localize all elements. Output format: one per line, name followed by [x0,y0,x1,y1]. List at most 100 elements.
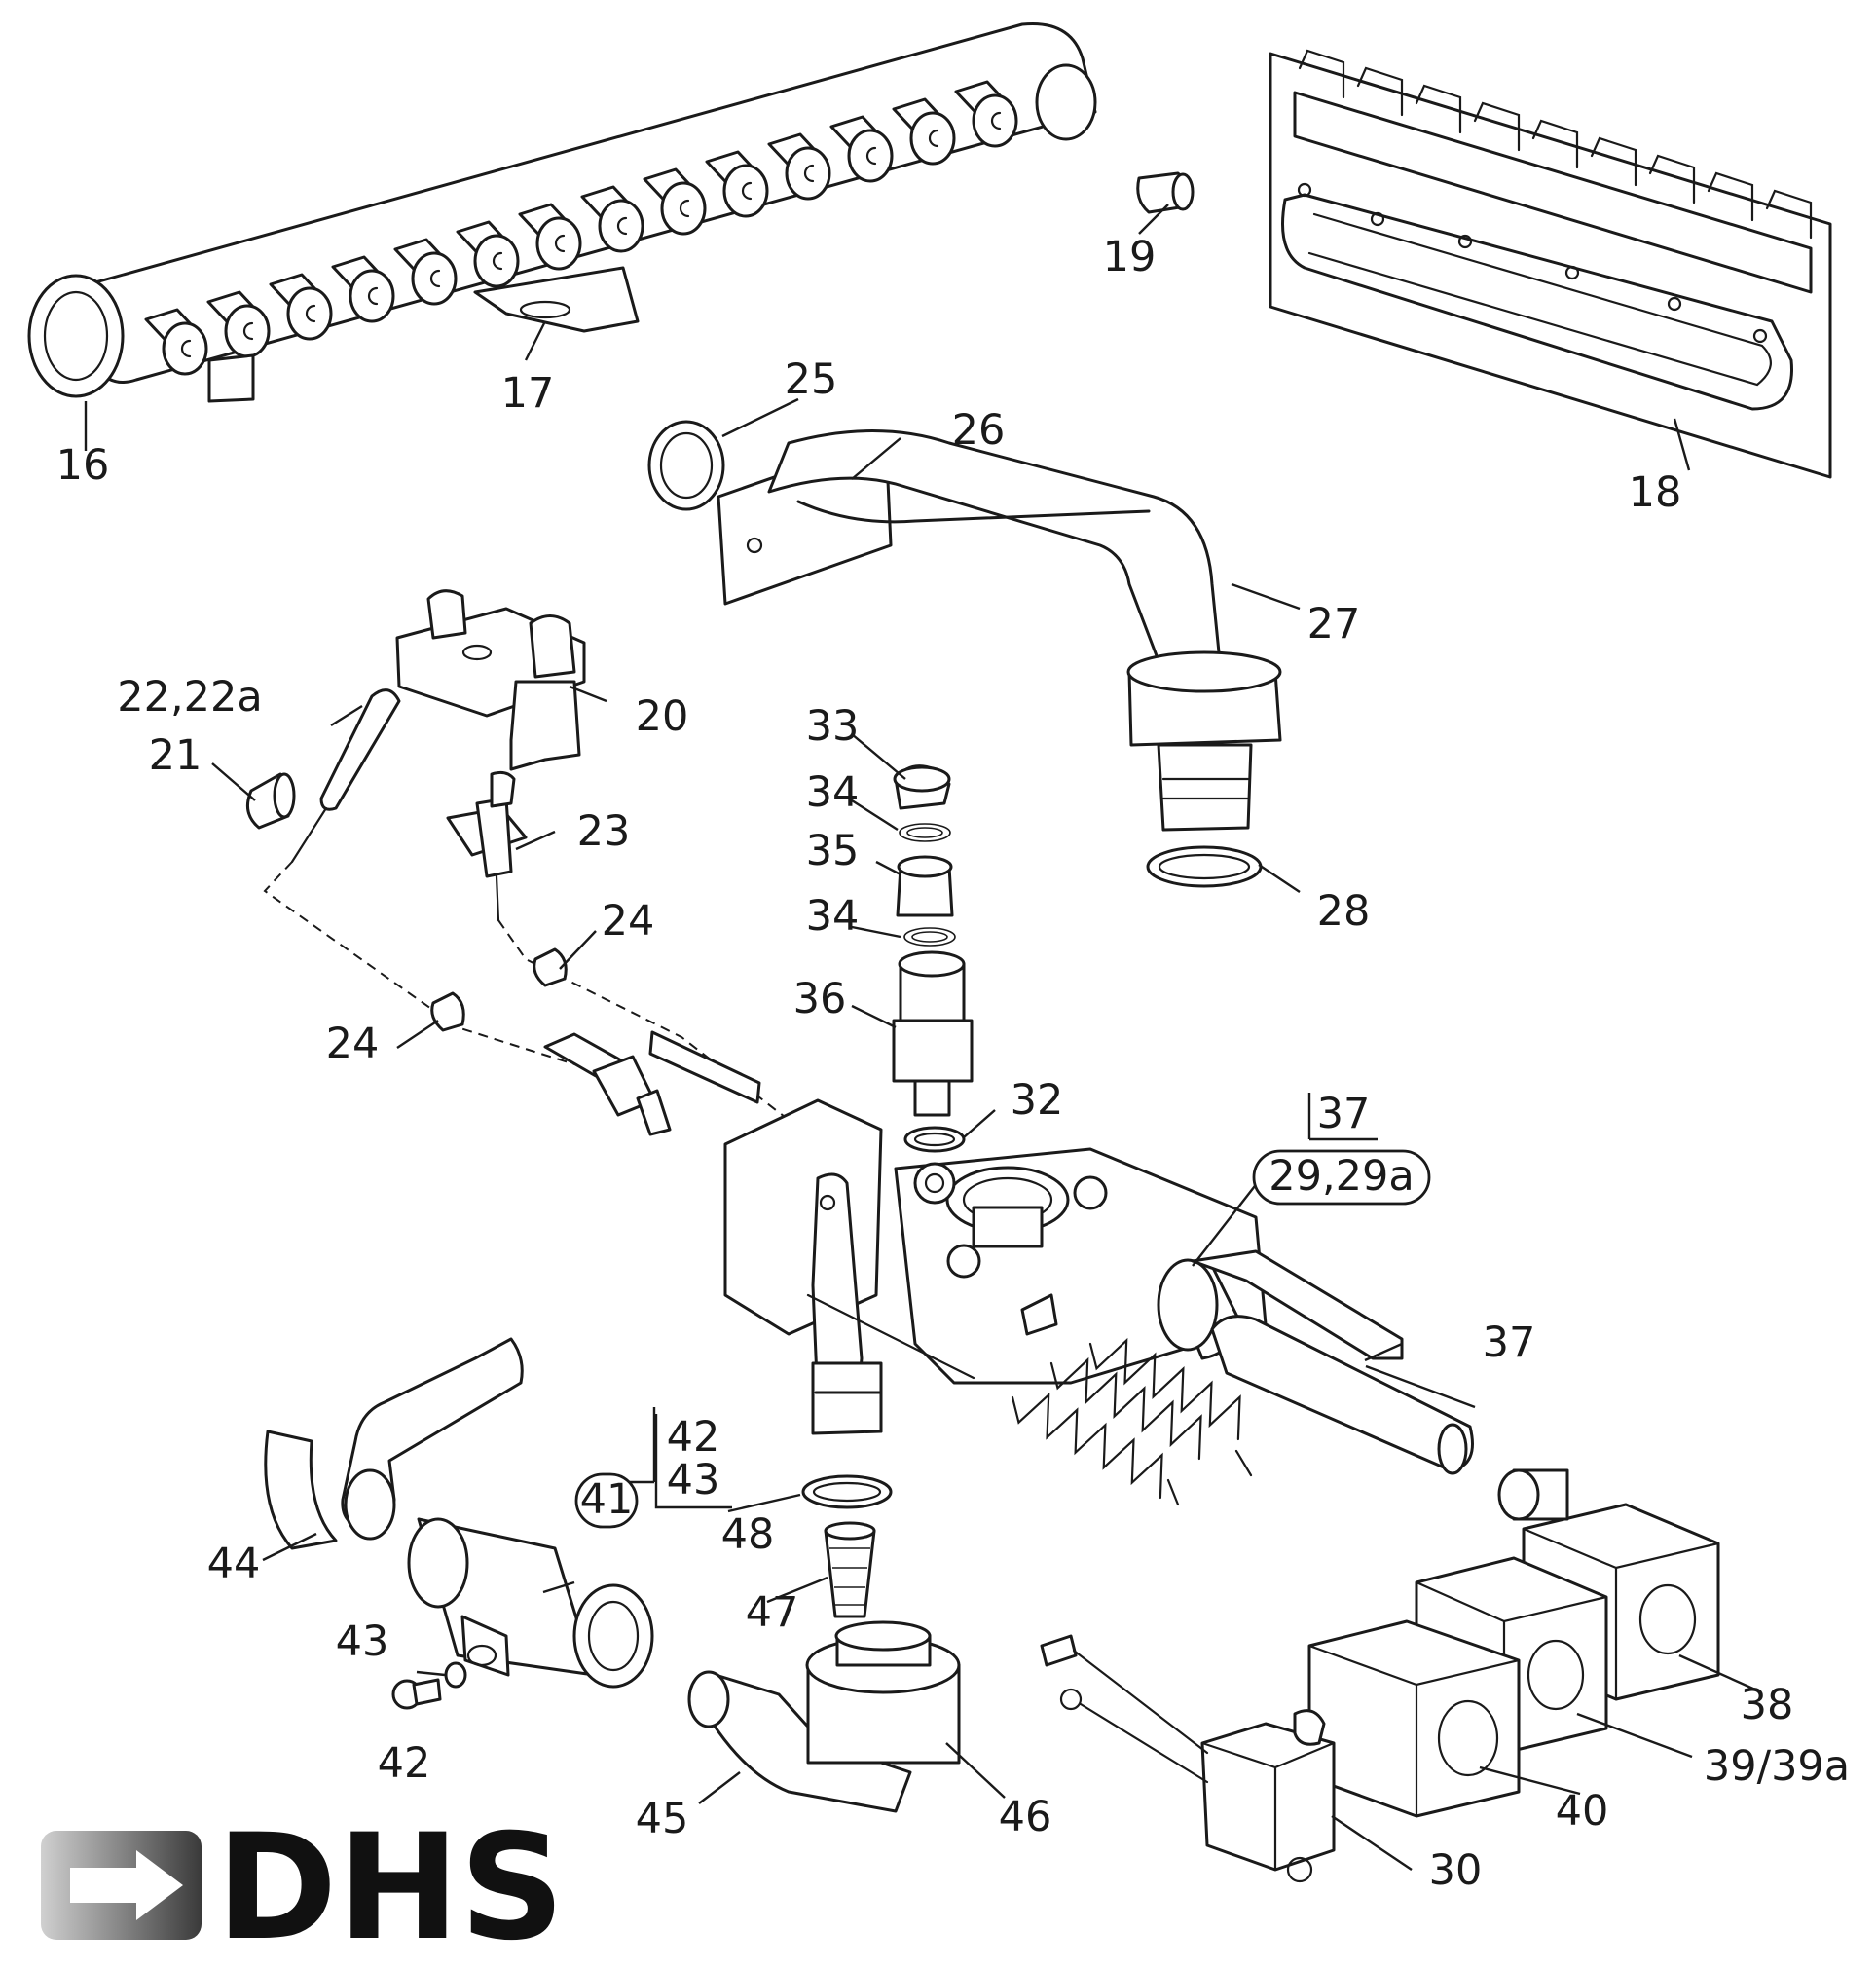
part-label-p45: 45 [636,1795,689,1843]
part-label-p28: 28 [1317,887,1371,936]
leader-line [542,1580,575,1594]
manifold-injector-row [144,80,1018,376]
injector-stub [580,185,644,253]
nut-part-19 [1136,171,1195,214]
part-label-p41: 41 [580,1475,634,1524]
cap-part-33 [893,764,951,810]
leader-lines [84,204,1756,1871]
leader-line [1331,1815,1413,1871]
injector-stub [393,238,458,306]
part-label-p47: 47 [746,1588,799,1637]
part-number-labels: 16171819252627282022,22a2123242433343534… [56,233,1851,1895]
leader-line [1138,204,1169,235]
part-label-p43top: 43 [667,1456,720,1505]
valve-body-part-29 [723,1098,1268,1435]
part-label-p34b: 34 [806,892,860,941]
injector-stub [954,80,1018,148]
pilot-burner-part-21 [245,772,296,830]
compression-nut-part-24 [430,947,568,1032]
leader-line [851,1004,897,1029]
leader-line [875,860,901,876]
pilot-tube-fittings [543,1030,761,1136]
leader-line [330,704,363,727]
leader-line [727,1493,801,1513]
group-bracket [1307,1093,1378,1141]
leader-line [851,437,901,480]
injector-stub [518,203,582,271]
leader-line [1258,864,1301,893]
coil-part-40 [1307,1619,1521,1818]
leader-line [1576,1712,1693,1759]
part-label-p19: 19 [1103,233,1157,281]
leader-line [524,320,547,361]
leader-line [1365,1364,1476,1409]
leader-line [766,1576,828,1604]
leader-line [851,925,901,939]
part-label-p48: 48 [721,1510,775,1559]
leader-line [262,1532,317,1562]
spring [1088,1337,1241,1441]
leader-line [569,685,607,703]
part-label-p37: 37 [1483,1319,1536,1367]
union-part-36 [892,950,974,1117]
injector-stub [643,167,707,236]
leader-line [851,799,899,832]
leader-line [1678,1653,1756,1691]
leader-line [698,1771,741,1804]
leader-line [1673,418,1691,471]
injector-stub [767,132,831,201]
part-label-p18: 18 [1629,468,1682,517]
microswitch-part-30 [1040,1634,1336,1883]
leader-line [416,1670,446,1677]
injector-stub [829,115,894,183]
o-ring-part-32 [903,1126,966,1153]
part-label-p24b: 24 [326,1020,380,1068]
label-outline [1252,1149,1431,1206]
bracket-part-17 [207,266,640,403]
injector-stub [705,150,769,218]
leader-line [851,733,906,780]
leader-line [1479,1765,1581,1796]
part-label-p40: 40 [1556,1787,1609,1836]
part-label-p36: 36 [793,975,847,1023]
leader-line [721,397,799,438]
part-label-p38: 38 [1741,1681,1794,1729]
part-label-p44: 44 [207,1540,261,1588]
flange-pipe-part-26 [717,429,1224,688]
part-label-p27: 27 [1307,600,1361,649]
injector-stub [144,308,208,376]
o-ring-part-25 [647,420,725,511]
part-label-p26: 26 [952,406,1006,455]
part-label-p42: 42 [378,1739,431,1788]
part-label-p32: 32 [1011,1076,1064,1125]
spring [1049,1356,1202,1461]
part-label-p46: 46 [999,1793,1052,1841]
spring [1011,1392,1163,1500]
part-label-p24a: 24 [602,897,655,946]
burner-plate-part-18 [1269,49,1832,479]
leader-line [211,762,256,801]
filter-part-35 [896,855,954,917]
injector-stub [269,273,333,341]
leader-line [1192,1181,1259,1267]
union-nut-part-46 [805,1620,961,1765]
part-label-p20: 20 [636,692,689,741]
leader-line [945,1742,1006,1799]
part-label-p22: 22,22a [117,673,262,722]
inlet-valve-part-41 [407,1517,654,1689]
injector-stub [892,97,956,166]
part-label-p37top: 37 [1317,1090,1371,1138]
leader-line [559,930,597,970]
part-label-p39: 39/39a [1704,1742,1850,1791]
label-outline [574,1472,639,1529]
part-label-p16: 16 [56,441,110,490]
pilot-bracket-part-20 [395,589,586,771]
o-ring-part-28 [1146,845,1263,888]
mesh-washer-part-34-upper [899,823,951,842]
thermocouple-part-22 [263,688,644,1087]
arrow-icon [70,1850,183,1920]
mesh-washer-part-34-lower [903,927,956,947]
part-label-p25: 25 [785,355,838,404]
part-label-p35: 35 [806,827,860,875]
injector-stub [456,220,520,288]
